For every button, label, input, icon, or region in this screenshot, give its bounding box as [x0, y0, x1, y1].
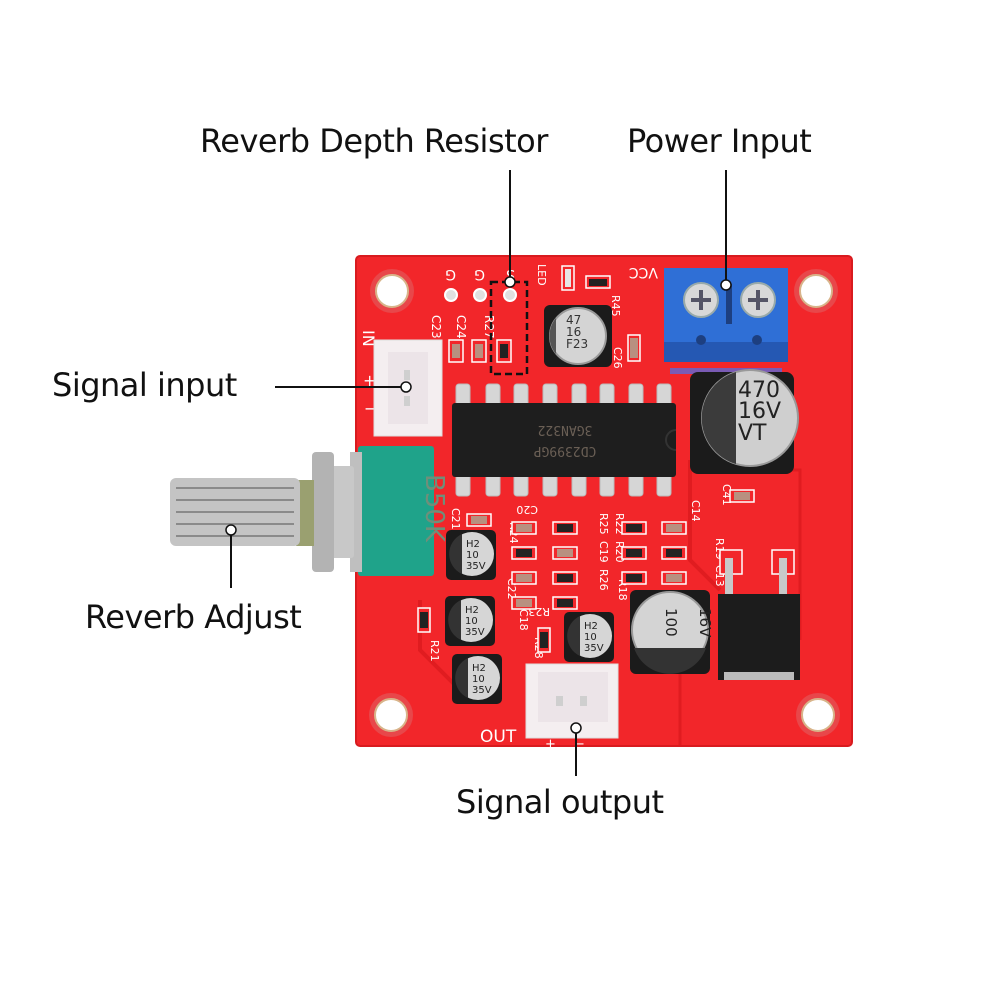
cap-100-l1: 100 — [662, 608, 680, 637]
silk-in-plus: + — [363, 371, 376, 390]
silk-c19: C19 — [597, 541, 610, 563]
pad-g2 — [473, 288, 487, 302]
capacitor-470uf-line3: VT — [738, 421, 767, 446]
ic-marking-line1: 3GAN322 — [538, 422, 593, 437]
leader-power-input — [720, 170, 732, 291]
silk-led: LED — [535, 264, 548, 286]
capacitor-47uf-line2: 16 — [566, 325, 581, 339]
capacitor-470uf-line2: 16V — [738, 399, 781, 424]
potentiometer-value: B50K — [419, 474, 449, 543]
led — [561, 265, 575, 291]
signal-output-connector[interactable] — [525, 663, 619, 739]
silk-out-plus: + — [545, 737, 556, 752]
mounting-hole-bottom-left — [369, 693, 413, 737]
silk-r21: R21 — [428, 640, 441, 662]
mounting-hole-bottom-right — [796, 693, 840, 737]
silk-c18: C18 — [517, 609, 530, 631]
capacitor-470uf: 470 16V VT — [690, 369, 799, 474]
callout-reverb-depth-resistor: Reverb Depth Resistor — [200, 122, 548, 160]
leader-signal-output — [570, 722, 582, 776]
voltage-regulator — [718, 549, 800, 680]
capacitor-h2-3: H2 10 35V — [452, 654, 502, 704]
capacitor-47uf-line3: F23 — [566, 337, 588, 351]
capacitor-h2-2: H2 10 35V — [445, 596, 495, 646]
capacitor-47uf: 47 16 F23 — [544, 305, 612, 367]
cap-h2-4-l2: 10 — [584, 632, 597, 643]
callout-signal-input: Signal input — [52, 366, 237, 404]
leader-reverb-adjust — [225, 524, 237, 588]
cap-h2-1-l2: 10 — [466, 550, 479, 561]
smd-c24 — [471, 339, 487, 363]
silk-out: OUT — [480, 727, 517, 747]
cap-h2-2-l3: 35V — [465, 627, 485, 638]
cap-h2-4-l1: H2 — [584, 621, 598, 632]
capacitor-47uf-line1: 47 — [566, 313, 581, 327]
callout-power-input: Power Input — [627, 122, 812, 160]
cap-h2-1-l3: 35V — [466, 561, 486, 572]
pad-s — [503, 288, 517, 302]
silk-g1: G — [445, 266, 456, 282]
silk-c24: C24 — [454, 315, 468, 339]
silk-c21: C21 — [449, 508, 462, 530]
leader-signal-input — [275, 381, 412, 393]
smd-c23 — [448, 339, 464, 363]
silk-c20: C20 — [516, 503, 538, 516]
silk-c14: C14 — [689, 500, 702, 522]
pad-g1 — [444, 288, 458, 302]
capacitor-470uf-line1: 470 — [738, 378, 780, 403]
callout-signal-output: Signal output — [456, 783, 664, 821]
cap-h2-1-l1: H2 — [466, 539, 480, 550]
reverb-adjust-potentiometer[interactable]: B50K — [170, 446, 449, 576]
smd-r45 — [585, 275, 611, 289]
silk-r27: R27 — [482, 315, 496, 339]
mounting-hole-top-right — [794, 269, 838, 313]
silk-c23: C23 — [429, 315, 443, 339]
silk-in: IN — [359, 330, 378, 347]
callout-reverb-adjust: Reverb Adjust — [85, 598, 302, 636]
capacitor-h2-1: H2 10 35V — [446, 530, 496, 580]
ic-cd2399gp: 3GAN322 CD2399GP — [452, 383, 677, 497]
silk-r25: R25 — [597, 513, 610, 535]
silk-r26: R26 — [597, 569, 610, 591]
cap-h2-3-l3: 35V — [472, 685, 492, 696]
capacitor-h2-4: H2 10 35V — [564, 612, 614, 662]
silk-out-minus: − — [574, 737, 585, 752]
silk-g2: G — [474, 266, 485, 282]
ic-marking-line2: CD2399GP — [534, 443, 597, 458]
cap-h2-2-l1: H2 — [465, 605, 479, 616]
cap-h2-3-l1: H2 — [472, 663, 486, 674]
cap-h2-2-l2: 10 — [465, 616, 478, 627]
cap-h2-3-l2: 10 — [472, 674, 485, 685]
mounting-hole-top-left — [370, 269, 414, 313]
silk-c26: C26 — [611, 347, 624, 369]
silk-vcc: VCC — [629, 264, 658, 280]
cap-100-l2: 16V — [696, 608, 714, 638]
smd-r27 — [496, 339, 512, 363]
smd-c26 — [627, 334, 641, 362]
cap-h2-4-l3: 35V — [584, 643, 604, 654]
silk-r45: R45 — [609, 295, 622, 317]
leader-reverb-depth — [504, 170, 516, 288]
